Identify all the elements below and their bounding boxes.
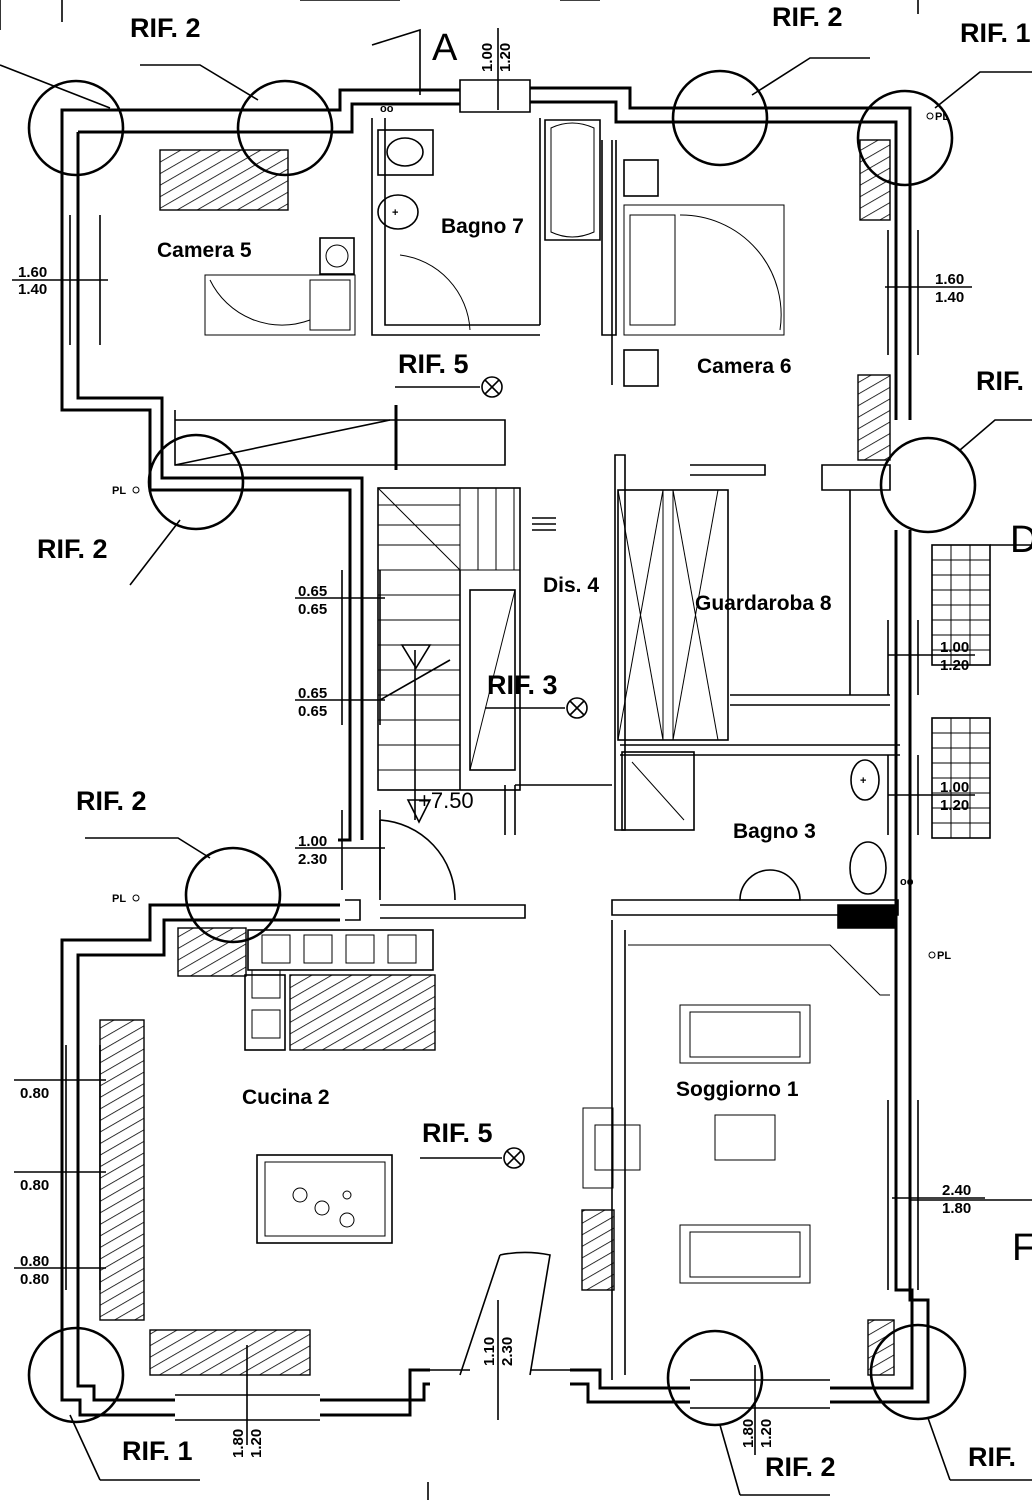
room-label-bagno3: Bagno 3: [733, 820, 816, 843]
rif-label: RIF. 2: [765, 1452, 836, 1482]
callout-circle: [184, 846, 282, 944]
dim-top: 1.00: [479, 43, 496, 72]
dim-top: 0.65: [298, 583, 327, 600]
dim-bottom: 1.20: [940, 657, 969, 674]
dim-top: 1.00: [298, 833, 327, 850]
pl-label: PL: [935, 111, 949, 123]
rif-label: RIF.: [968, 1442, 1016, 1472]
pl-label: PL: [112, 485, 126, 497]
stair-level-label: +7.50: [418, 788, 474, 813]
dim-top: 1.10: [481, 1337, 498, 1366]
callout-circle: [869, 1323, 967, 1421]
room-label-camera6: Camera 6: [697, 355, 792, 378]
room-label-soggiorno1: Soggiorno 1: [676, 1078, 799, 1101]
rif-label: RIF. 2: [76, 786, 147, 816]
callout-circle: [879, 436, 977, 534]
rif-label: RIF. 1: [960, 18, 1031, 48]
dim-top: 0.65: [298, 685, 327, 702]
stair-treads: [378, 488, 520, 771]
callout-circle: [236, 79, 334, 177]
callout-circle: [671, 69, 769, 167]
rif-markers: [395, 376, 588, 1169]
dim-bottom: 1.20: [940, 797, 969, 814]
exterior-walls: [60, 79, 930, 1421]
equal-mark: [532, 517, 556, 531]
dimension-leaders: [12, 28, 985, 1455]
dim-bottom: 2.30: [298, 851, 327, 868]
callout-circle: [147, 433, 245, 531]
callout-circle: [27, 1326, 125, 1424]
cucina2-furniture: [99, 927, 436, 1376]
rif-label: RIF. 5: [422, 1118, 493, 1148]
dim-top: 1.00: [940, 779, 969, 796]
svg-text:+: +: [860, 775, 866, 787]
section-marker: A: [0, 0, 919, 1500]
dim-top: 0.80: [20, 1253, 49, 1270]
room-label-cucina2: Cucina 2: [242, 1086, 330, 1109]
dim-bottom: 0.80: [20, 1271, 49, 1288]
rif-label: RIF. 1: [122, 1436, 193, 1466]
bagno3-furniture: + oo: [621, 751, 914, 901]
rif-label: RIF. 3: [487, 670, 558, 700]
pl-label: PL: [112, 893, 126, 905]
room-labels: Camera 5 Bagno 7 Camera 6 Dis. 4 Guardar…: [157, 215, 832, 1109]
dim-bottom: 0.80: [20, 1085, 49, 1102]
dim-bottom: 2.30: [499, 1337, 516, 1366]
camera5-furniture: [159, 149, 356, 336]
dim-bottom: 1.40: [18, 281, 47, 298]
dim-bottom: 1.20: [758, 1419, 775, 1448]
dim-bottom: 0.80: [20, 1177, 49, 1194]
room-label-camera5: Camera 5: [157, 239, 252, 262]
rif-label: RIF. 5: [398, 349, 469, 379]
pl-label: PL: [937, 950, 951, 962]
section-mark-label: A: [432, 27, 458, 69]
rif-label: RIF. 2: [772, 2, 843, 32]
dim-top: 1.60: [18, 264, 47, 281]
edge-letter: F: [1012, 1227, 1032, 1269]
callout-circle: [666, 1329, 764, 1427]
bagno7-furniture: + oo: [377, 103, 601, 331]
dim-top: 1.60: [935, 271, 964, 288]
svg-text:+: +: [392, 207, 398, 219]
tile-grid-upper: [931, 544, 991, 666]
soggiorno1-furniture: [581, 944, 895, 1376]
wardrobe: [617, 489, 729, 741]
svg-text:oo: oo: [380, 103, 394, 115]
dim-bottom: 1.20: [248, 1429, 265, 1458]
dimension-labels: 1.60 1.40 1.60 1.40 0.65 0.65 0.65 0.65 …: [18, 43, 971, 1458]
rif-label: RIF.: [976, 366, 1024, 396]
callout-circle: [27, 79, 125, 177]
dim-top: 1.80: [740, 1419, 757, 1448]
camera6-furniture: [623, 139, 891, 461]
detail-callouts: [0, 57, 1032, 1496]
dim-top: 1.80: [230, 1429, 247, 1458]
dim-bottom: 0.65: [298, 703, 327, 720]
dim-bottom: 1.20: [497, 43, 514, 72]
edge-letter: D: [1010, 519, 1032, 561]
callout-circle: [856, 89, 954, 187]
interior-walls: [174, 118, 900, 1380]
tile-grid-lower: [931, 717, 991, 839]
pl-markers: PL PL PL PL: [112, 111, 951, 962]
rif-label: RIF. 2: [130, 13, 201, 43]
doors: [379, 819, 570, 1376]
room-label-bagno7: Bagno 7: [441, 215, 524, 238]
rif-label: RIF. 2: [37, 534, 108, 564]
dim-bottom: 0.65: [298, 601, 327, 618]
dim-bottom: 1.80: [942, 1200, 971, 1217]
dim-top: 2.40: [942, 1182, 971, 1199]
dim-bottom: 1.40: [935, 289, 964, 306]
svg-text:oo: oo: [900, 876, 914, 888]
staircase: [377, 487, 556, 824]
room-label-guardaroba8: Guardaroba 8: [695, 592, 832, 615]
room-label-dis4: Dis. 4: [543, 574, 599, 597]
dim-top: 1.00: [940, 639, 969, 656]
rif-labels: RIF. 2 RIF. 2 RIF. 1 RIF. RIF. 2 RIF. 2 …: [37, 2, 1031, 1482]
